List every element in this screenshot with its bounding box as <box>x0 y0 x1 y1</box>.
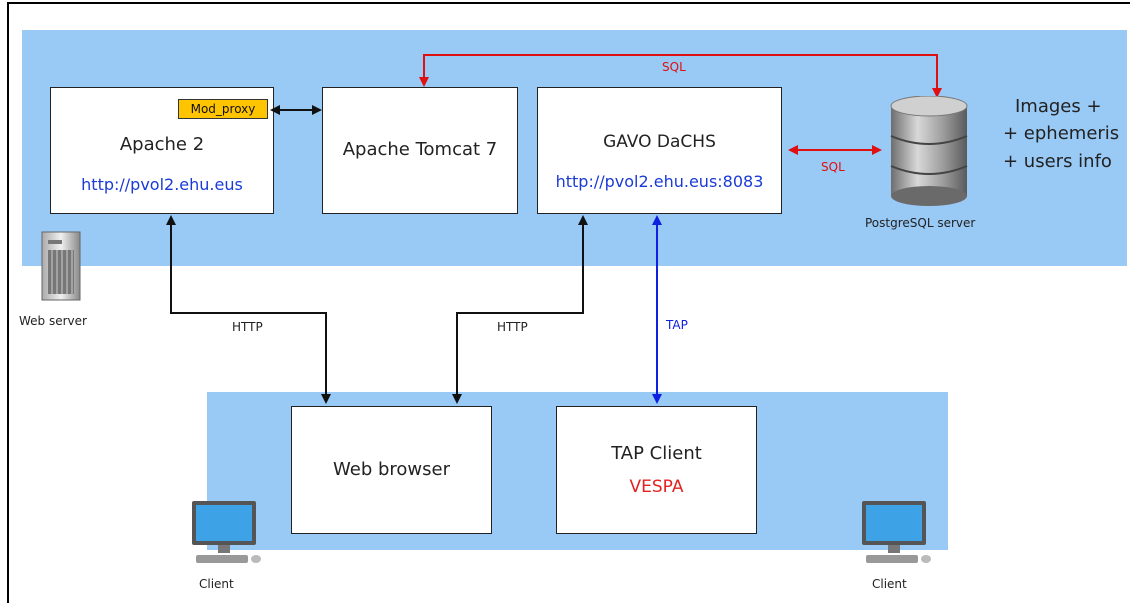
dachs-url: http://pvol2.ehu.eus:8083 <box>555 172 764 191</box>
web-server-label: Web server <box>19 314 87 328</box>
db-contents-2: + ephemeris <box>1003 123 1120 144</box>
client-left-label: Client <box>199 577 234 591</box>
postgresql-label: PostgreSQL server <box>865 216 976 230</box>
dachs-box: GAVO DaCHS http://pvol2.ehu.eus:8083 <box>537 87 782 214</box>
database-icon <box>890 96 968 206</box>
http-right-arrow <box>452 215 588 404</box>
http-right-label: HTTP <box>497 320 528 334</box>
sql-top-label: SQL <box>662 60 686 74</box>
http-left-arrow <box>166 215 331 404</box>
tap-label: TAP <box>666 318 688 332</box>
apache-url: http://pvol2.ehu.eus <box>81 175 243 194</box>
tap-client-box: TAP Client VESPA <box>556 406 757 534</box>
desktop-computer-icon <box>192 501 261 563</box>
mod-proxy-badge: Mod_proxy <box>178 99 268 119</box>
web-browser-title: Web browser <box>333 459 450 480</box>
db-contents-1: Images + <box>1015 96 1102 117</box>
sql-top-arrow <box>419 54 942 98</box>
tomcat-box: Apache Tomcat 7 <box>322 87 518 214</box>
web-browser-box: Web browser <box>291 406 492 534</box>
db-contents-3: + users info <box>1003 151 1112 172</box>
tomcat-title: Apache Tomcat 7 <box>342 139 498 160</box>
server-tower-icon <box>41 231 81 301</box>
tap-client-title: TAP Client <box>611 443 702 464</box>
apache-title: Apache 2 <box>119 134 205 155</box>
sql-side-label: SQL <box>821 160 845 174</box>
tap-client-subtitle: VESPA <box>629 477 684 497</box>
desktop-computer-icon <box>862 501 931 563</box>
client-right-label: Client <box>872 577 907 591</box>
http-left-label: HTTP <box>232 320 263 334</box>
dachs-title: GAVO DaCHS <box>603 132 716 152</box>
diagram-frame <box>7 2 1130 603</box>
